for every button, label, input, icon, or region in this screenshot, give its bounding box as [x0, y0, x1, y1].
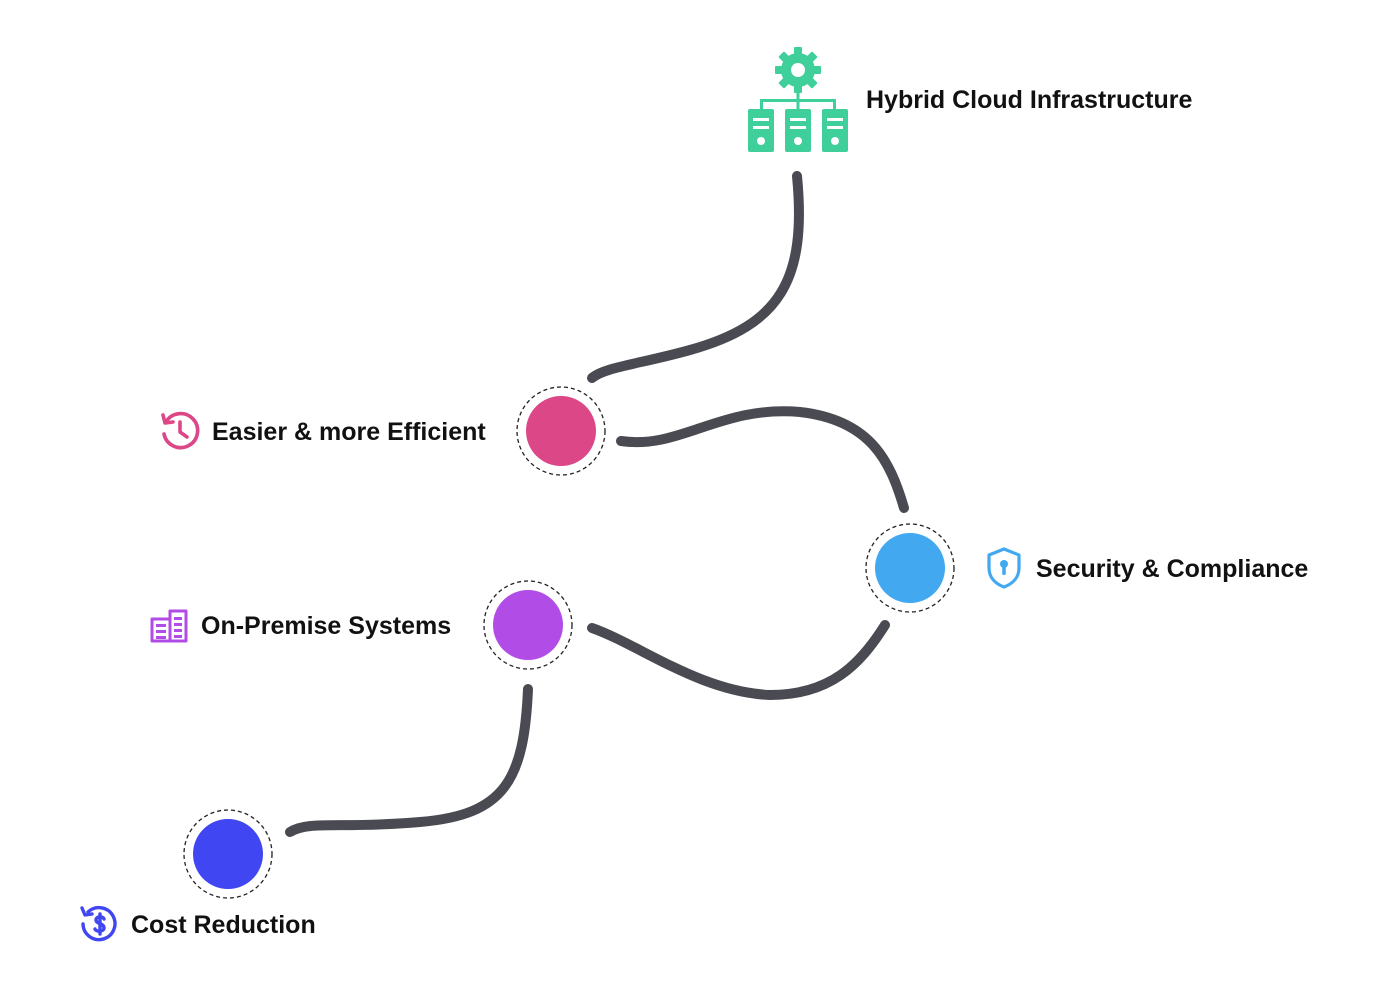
- node-label-easier: Easier & more Efficient: [212, 418, 486, 446]
- node-security-dot[interactable]: [875, 533, 945, 603]
- node-onprem-dot[interactable]: [493, 590, 563, 660]
- node-label-security: Security & Compliance: [1036, 555, 1309, 583]
- node-cost-ring: [183, 809, 273, 899]
- edge-onprem-to-cost: [285, 684, 533, 837]
- history-clock-icon: [161, 411, 200, 450]
- node-label-cost: Cost Reduction: [131, 911, 316, 939]
- node-easier-dot[interactable]: [526, 396, 596, 466]
- node-cost-dot[interactable]: [193, 819, 263, 889]
- node-security-ring: [865, 523, 955, 613]
- edge-security-to-onprem: [587, 620, 890, 701]
- server-network-gear-icon: [748, 47, 848, 152]
- node-label-onprem: On-Premise Systems: [201, 612, 452, 640]
- edge-easier-to-security: [616, 406, 909, 513]
- node-label-hybrid: Hybrid Cloud Infrastructure: [866, 86, 1193, 114]
- node-easier-ring: [516, 386, 606, 476]
- building-icon: [150, 609, 188, 643]
- node-cost[interactable]: [183, 809, 273, 899]
- node-security[interactable]: [865, 523, 955, 613]
- dollar-refresh-icon: [80, 905, 117, 942]
- shield-lock-icon: [987, 547, 1021, 589]
- node-easier[interactable]: [516, 386, 606, 476]
- connectors: [285, 171, 909, 837]
- node-onprem[interactable]: [483, 580, 573, 670]
- edge-hybrid-to-easier: [587, 171, 804, 383]
- node-onprem-ring: [483, 580, 573, 670]
